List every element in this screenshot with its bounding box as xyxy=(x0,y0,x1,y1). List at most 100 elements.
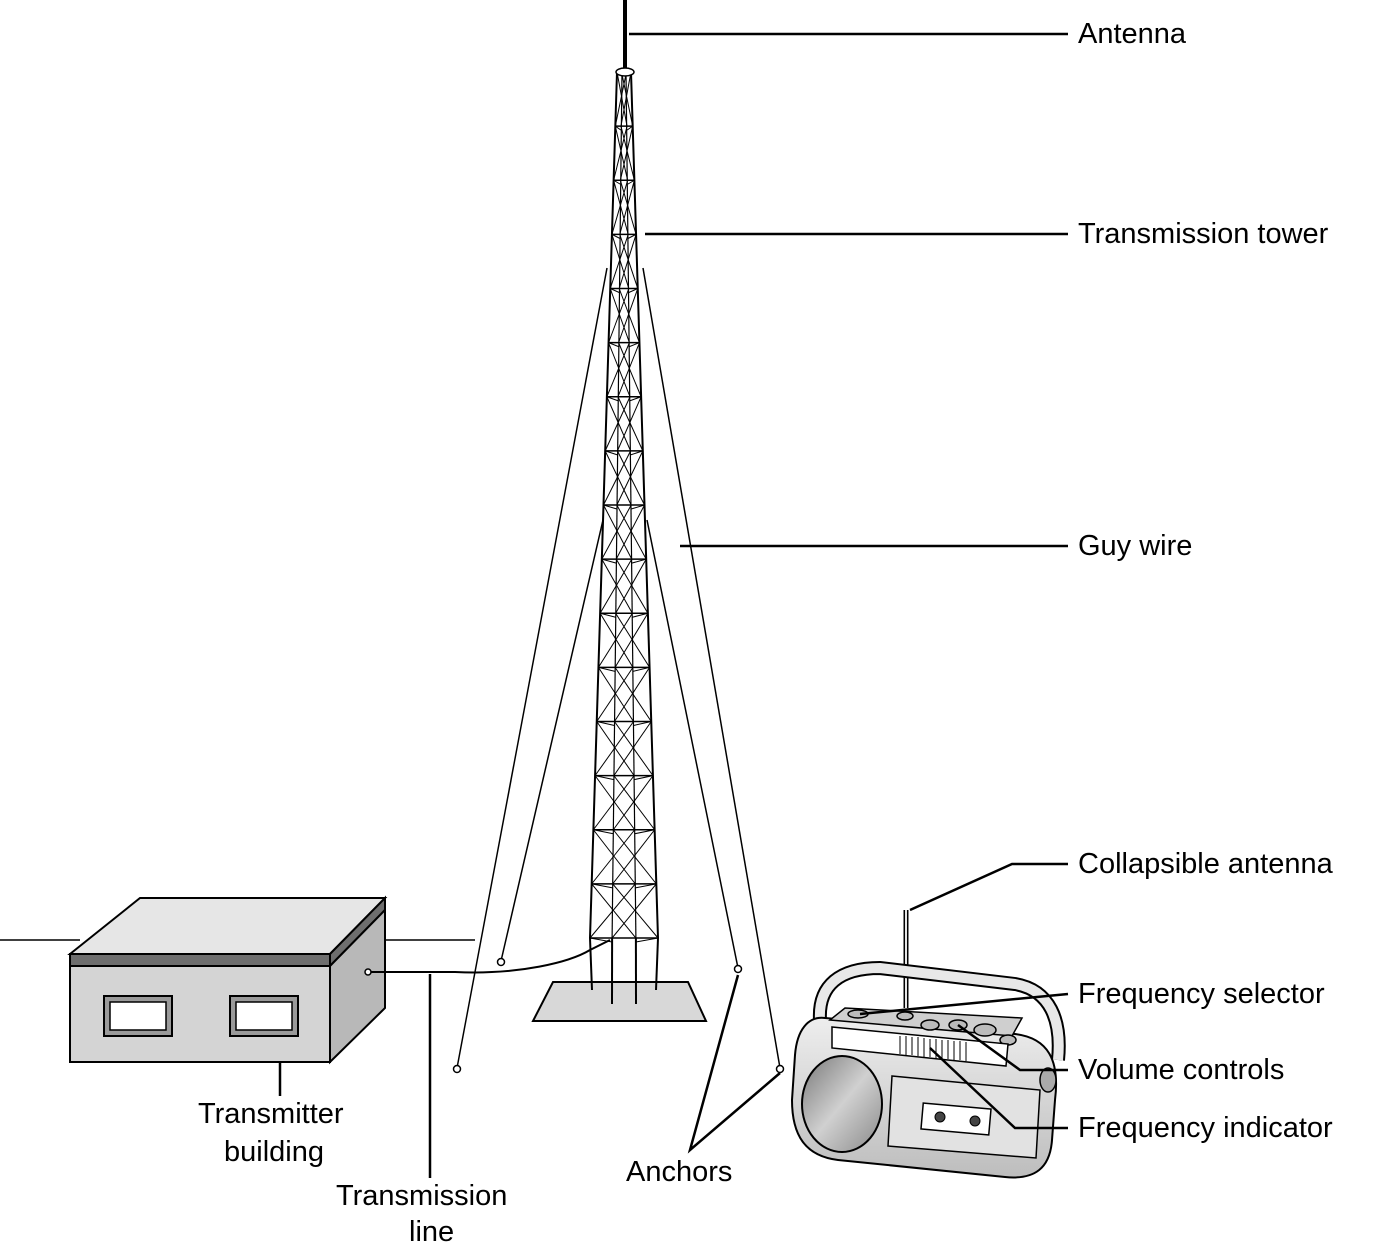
tower-member xyxy=(619,126,634,181)
tower-member xyxy=(598,612,633,668)
radio-button xyxy=(896,1011,914,1021)
frequency-scale xyxy=(899,1036,967,1061)
tower-member xyxy=(629,396,642,402)
tower-member xyxy=(615,558,649,614)
label-anchors: Anchors xyxy=(626,1156,733,1188)
anchor xyxy=(496,957,506,967)
label-transmission-line-line1: Transmission xyxy=(336,1180,508,1212)
tower-member xyxy=(598,667,634,722)
tower-member xyxy=(594,775,614,781)
tower-member xyxy=(631,504,645,510)
tower-member xyxy=(611,883,657,939)
frequency-indicator-leader xyxy=(929,1047,1068,1130)
tower-member xyxy=(614,721,654,776)
tower-member xyxy=(611,233,621,239)
tower-member xyxy=(599,612,634,668)
tower-member xyxy=(618,234,637,289)
tower-member xyxy=(601,558,633,614)
tower-member xyxy=(592,775,635,831)
anchor xyxy=(452,1064,462,1074)
building-roof-trim-front xyxy=(69,953,331,967)
tower-member xyxy=(611,180,629,235)
tower-member xyxy=(628,288,638,293)
label-collapsible-antenna: Collapsible antenna xyxy=(1078,848,1333,880)
tower-member xyxy=(613,180,629,235)
tower-member xyxy=(613,721,652,776)
frequency-display xyxy=(831,1026,1009,1067)
tower-member xyxy=(608,342,619,348)
tower-member xyxy=(619,234,639,289)
tower-member xyxy=(603,504,617,510)
tower-member xyxy=(655,937,659,991)
tower-member xyxy=(619,180,635,235)
tower-member xyxy=(598,666,616,672)
guy-wires xyxy=(456,267,781,1069)
tower-member xyxy=(592,829,636,885)
antenna-mast xyxy=(615,0,635,77)
tower-member xyxy=(616,504,647,560)
tower-member xyxy=(612,883,659,939)
tower-member xyxy=(591,883,637,939)
tower-member xyxy=(613,126,628,181)
tower-member xyxy=(610,288,620,293)
tower-member xyxy=(621,71,634,127)
tower-member xyxy=(620,126,635,181)
cassette-window xyxy=(920,1102,992,1136)
tower-member xyxy=(591,829,636,885)
tower-member xyxy=(612,829,656,885)
building-window xyxy=(109,1001,167,1031)
tower-member xyxy=(603,504,633,560)
tower-member xyxy=(627,233,637,239)
tower-member xyxy=(596,721,615,726)
tower-member xyxy=(606,396,632,452)
tower-member xyxy=(614,126,629,181)
tower-member xyxy=(608,342,631,397)
portable-radio xyxy=(790,910,1066,1179)
anchor xyxy=(733,964,743,974)
tower-member xyxy=(614,667,652,722)
tower-member xyxy=(635,883,657,889)
tower-member xyxy=(589,883,636,939)
tower-member xyxy=(626,125,633,131)
tower-member xyxy=(609,234,629,289)
tower-member xyxy=(635,937,659,943)
tower-member xyxy=(616,396,642,452)
tower-member xyxy=(589,937,593,991)
radio-side-knob xyxy=(1039,1067,1057,1093)
tower-member xyxy=(616,450,645,506)
tower-member xyxy=(596,721,635,776)
tower-member xyxy=(613,775,656,831)
tower-member xyxy=(616,71,628,127)
building-window xyxy=(235,1001,293,1031)
transmission-line-cable xyxy=(371,939,611,974)
label-volume-controls: Volume controls xyxy=(1078,1054,1285,1086)
leader-lines xyxy=(278,32,1069,1178)
tower-member xyxy=(627,179,635,185)
transmission-line-port xyxy=(364,968,372,976)
tower-member xyxy=(634,775,654,781)
radio-speaker xyxy=(801,1055,883,1153)
radio-button xyxy=(920,1019,940,1031)
collapsible-antenna-leader xyxy=(909,862,1068,912)
tower-member xyxy=(612,829,657,885)
tower-member xyxy=(632,612,648,618)
anchor xyxy=(775,1064,785,1074)
tower-member xyxy=(618,342,642,397)
tower-member xyxy=(606,396,619,402)
transmission-tower xyxy=(589,71,659,1005)
tower-member xyxy=(600,612,616,618)
label-guy-wire: Guy wire xyxy=(1078,530,1193,562)
radio-button xyxy=(973,1023,997,1037)
tower-member xyxy=(630,450,643,456)
tower-member xyxy=(593,829,614,835)
tower-member xyxy=(616,450,644,506)
tower-member xyxy=(608,288,630,343)
tower-member xyxy=(615,125,622,131)
tower-member xyxy=(604,396,631,452)
tower-member xyxy=(632,666,650,672)
transmitter-building xyxy=(67,895,388,1065)
tower-member xyxy=(594,775,636,831)
tower-member xyxy=(620,71,632,127)
tower-member xyxy=(633,721,652,726)
